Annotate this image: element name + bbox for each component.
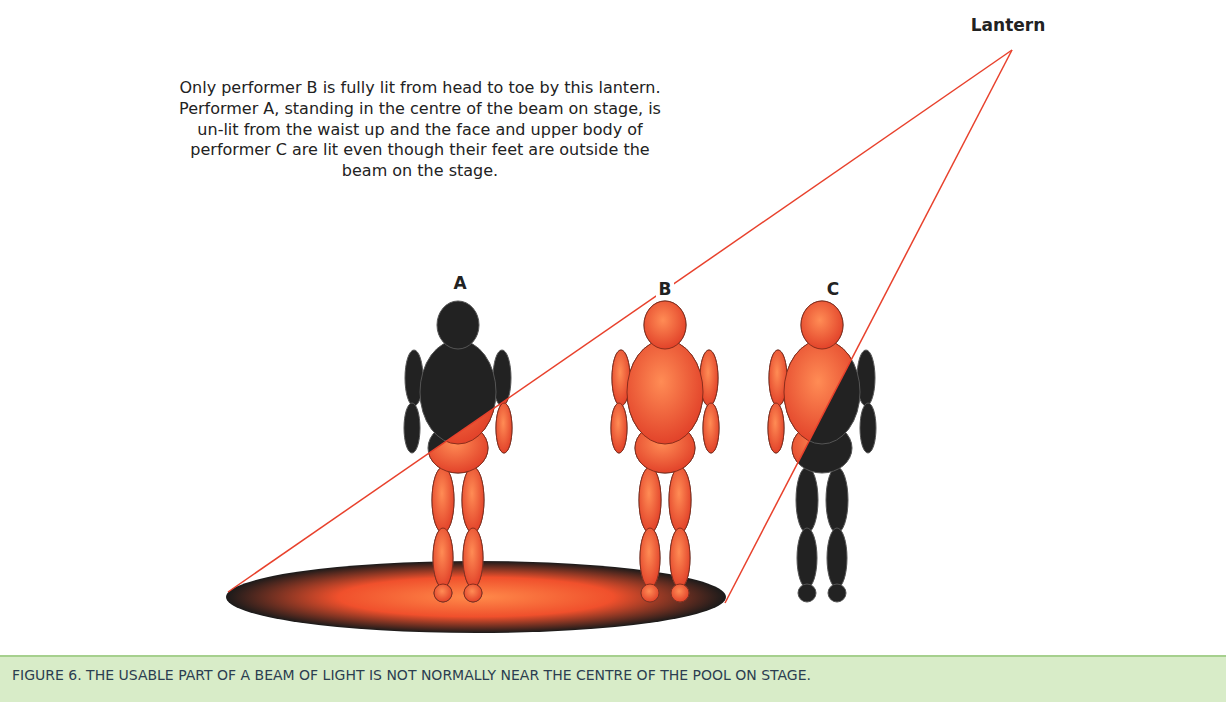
body-part — [860, 403, 876, 453]
body-part — [434, 584, 452, 602]
unlit-body — [404, 301, 512, 602]
body-part — [433, 528, 453, 588]
lit-body — [768, 301, 876, 602]
body-part — [639, 467, 661, 533]
performer-figure — [768, 301, 876, 602]
body-part — [703, 403, 719, 453]
body-part — [433, 528, 453, 588]
body-part — [463, 528, 483, 588]
body-part — [798, 584, 816, 602]
body-part — [464, 584, 482, 602]
body-part — [671, 584, 689, 602]
body-part — [627, 340, 703, 444]
body-part — [640, 528, 660, 588]
body-part — [437, 301, 479, 349]
body-part — [798, 584, 816, 602]
body-part — [669, 467, 691, 533]
body-part — [404, 403, 420, 453]
body-part — [796, 467, 818, 533]
body-part — [797, 528, 817, 588]
lit-body — [404, 301, 512, 602]
body-part — [801, 301, 843, 349]
body-part — [641, 584, 659, 602]
body-part — [639, 467, 661, 533]
body-part — [670, 528, 690, 588]
body-part — [797, 528, 817, 588]
body-part — [784, 340, 860, 444]
unlit-body — [768, 301, 876, 602]
figure-caption: FIGURE 6. THE USABLE PART OF A BEAM OF L… — [12, 667, 811, 683]
body-part — [826, 467, 848, 533]
performer-figure — [404, 301, 512, 602]
body-part — [669, 467, 691, 533]
body-part — [627, 340, 703, 444]
body-part — [464, 584, 482, 602]
body-part — [703, 403, 719, 453]
body-part — [611, 403, 627, 453]
body-part — [670, 528, 690, 588]
body-part — [640, 528, 660, 588]
body-part — [768, 403, 784, 453]
body-part — [463, 528, 483, 588]
body-part — [432, 467, 454, 533]
body-part — [434, 584, 452, 602]
note-text: Only performer B is fully lit from head … — [167, 78, 673, 182]
body-part — [496, 403, 512, 453]
body-part — [496, 403, 512, 453]
body-part — [644, 301, 686, 349]
body-part — [437, 301, 479, 349]
body-part — [462, 467, 484, 533]
lantern-label: Lantern — [968, 14, 1049, 36]
body-part — [420, 340, 496, 444]
performer-label: B — [656, 278, 675, 300]
body-part — [860, 403, 876, 453]
beam-edge — [725, 50, 1012, 603]
body-part — [827, 528, 847, 588]
body-part — [784, 340, 860, 444]
body-part — [768, 403, 784, 453]
performer-figure — [611, 301, 719, 602]
body-part — [641, 584, 659, 602]
body-part — [828, 584, 846, 602]
body-part — [405, 350, 423, 406]
body-part — [611, 403, 627, 453]
body-part — [420, 340, 496, 444]
unlit-body — [611, 301, 719, 602]
body-part — [404, 403, 420, 453]
body-part — [644, 301, 686, 349]
body-part — [432, 467, 454, 533]
body-part — [828, 584, 846, 602]
performer-label: C — [824, 278, 842, 300]
body-part — [462, 467, 484, 533]
body-part — [857, 350, 875, 406]
body-part — [827, 528, 847, 588]
body-part — [801, 301, 843, 349]
body-part — [671, 584, 689, 602]
lit-body — [611, 301, 719, 602]
body-part — [826, 467, 848, 533]
performer-label: A — [450, 272, 469, 294]
body-part — [796, 467, 818, 533]
